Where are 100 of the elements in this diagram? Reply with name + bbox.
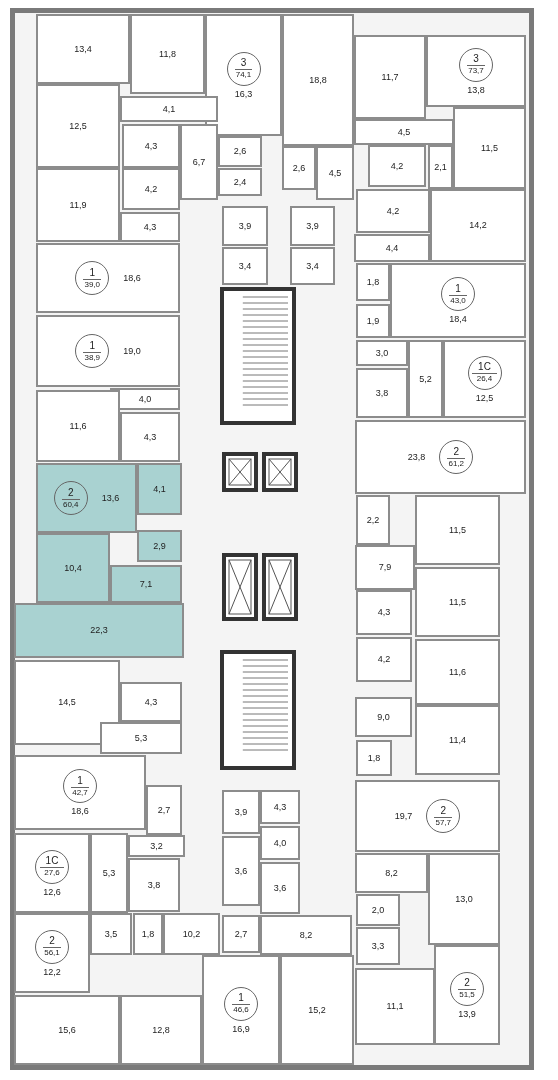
area-label: 16,3 xyxy=(234,89,253,99)
room xyxy=(14,755,146,830)
room xyxy=(163,913,220,955)
area-label: 4,3 xyxy=(143,432,157,442)
area-label: 16,9 xyxy=(232,1024,250,1034)
area-label: 1,8 xyxy=(141,929,155,939)
room xyxy=(453,107,526,189)
area-label: 12,5 xyxy=(475,393,494,403)
area-label: 11,1 xyxy=(386,1002,404,1011)
area-label: 3,0 xyxy=(375,348,389,358)
room xyxy=(218,168,262,196)
room xyxy=(36,463,137,533)
area-label: 4,1 xyxy=(162,104,176,114)
room xyxy=(14,833,90,913)
area-label: 11,5 xyxy=(481,143,498,153)
room xyxy=(390,263,526,338)
room xyxy=(120,212,180,242)
room xyxy=(428,145,453,189)
area-label: 4,5 xyxy=(397,127,411,137)
room xyxy=(128,835,185,857)
area-label: 11,7 xyxy=(381,72,399,82)
area-label: 11,9 xyxy=(69,200,87,210)
area-label: 4,3 xyxy=(273,802,287,812)
area-label: 23,8 xyxy=(407,452,426,462)
area-label: 5,3 xyxy=(102,868,116,878)
area-label: 18,6 xyxy=(71,807,89,816)
room xyxy=(218,136,262,167)
area-label: 5,3 xyxy=(134,733,148,743)
room xyxy=(355,420,526,494)
room xyxy=(222,247,268,285)
room xyxy=(368,145,426,187)
area-label: 12,6 xyxy=(43,887,61,897)
room xyxy=(130,14,205,94)
room xyxy=(128,858,180,912)
area-label: 2,6 xyxy=(233,147,247,156)
room xyxy=(282,14,354,146)
room xyxy=(430,189,526,262)
area-label: 13,4 xyxy=(74,44,92,54)
room xyxy=(280,955,354,1065)
area-label: 2,1 xyxy=(434,162,447,172)
area-label: 14,5 xyxy=(58,698,76,707)
room xyxy=(316,146,354,200)
room xyxy=(120,412,180,462)
area-label: 15,6 xyxy=(58,1025,76,1035)
room xyxy=(100,722,182,754)
area-label: 2,7 xyxy=(157,805,171,815)
area-label: 3,3 xyxy=(371,941,385,951)
room xyxy=(356,740,392,776)
room xyxy=(290,247,335,285)
area-label: 3,4 xyxy=(306,261,319,271)
area-label: 2,7 xyxy=(234,929,248,939)
area-label: 19,0 xyxy=(123,346,141,356)
room xyxy=(14,995,120,1065)
area-label: 4,1 xyxy=(153,484,166,494)
area-label: 2,4 xyxy=(233,177,247,187)
room xyxy=(222,836,260,906)
room xyxy=(222,915,260,953)
room xyxy=(36,84,120,168)
room xyxy=(36,390,120,462)
area-label: 3,9 xyxy=(238,221,252,231)
area-label: 12,8 xyxy=(152,1025,170,1035)
area-label: 2,2 xyxy=(366,515,380,525)
area-label: 4,4 xyxy=(385,243,399,253)
area-label: 4,2 xyxy=(386,206,400,216)
room xyxy=(222,206,268,246)
area-label: 1,8 xyxy=(366,277,380,287)
room xyxy=(14,913,90,993)
room xyxy=(356,189,430,233)
area-label: 4,2 xyxy=(377,655,391,664)
area-label: 18,4 xyxy=(449,315,467,324)
room xyxy=(120,995,202,1065)
area-label: 2,9 xyxy=(153,541,166,551)
area-label: 18,6 xyxy=(123,273,141,283)
room xyxy=(205,14,282,136)
room xyxy=(434,945,500,1045)
area-label: 3,9 xyxy=(306,221,319,231)
area-label: 13,0 xyxy=(455,894,473,904)
room xyxy=(415,705,500,775)
area-label: 13,8 xyxy=(467,85,485,95)
room xyxy=(356,927,400,965)
room xyxy=(122,124,180,168)
area-label: 2,0 xyxy=(371,905,385,915)
area-label: 9,0 xyxy=(377,712,390,722)
room xyxy=(260,862,300,914)
room xyxy=(282,146,316,190)
area-label: 1,9 xyxy=(366,316,380,326)
area-label: 5,2 xyxy=(419,374,432,384)
room xyxy=(122,168,180,210)
room xyxy=(290,206,335,246)
area-label: 4,0 xyxy=(273,838,287,848)
room xyxy=(14,603,184,658)
room xyxy=(356,495,390,545)
room xyxy=(356,340,408,366)
room xyxy=(202,955,280,1065)
room xyxy=(120,682,182,722)
room xyxy=(222,790,260,834)
room xyxy=(355,853,428,893)
room xyxy=(408,340,443,418)
room xyxy=(36,14,130,84)
area-label: 3,8 xyxy=(375,388,389,398)
